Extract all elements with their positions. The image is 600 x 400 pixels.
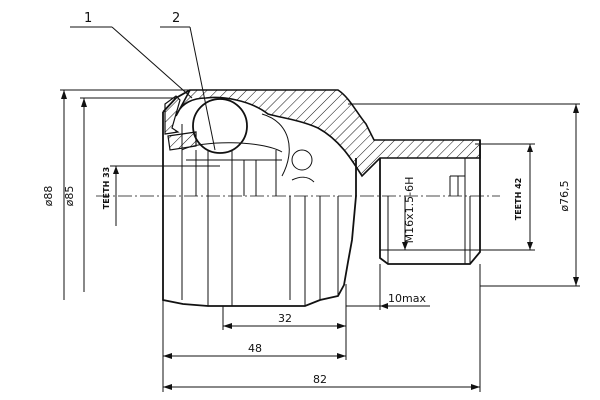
length-dim-lines xyxy=(163,303,480,390)
dim-d85-label: ø85 xyxy=(63,186,76,207)
dim-d88-label: ø88 xyxy=(42,186,55,207)
dim-32-label: 32 xyxy=(278,312,292,325)
dim-82-label: 82 xyxy=(313,373,327,386)
callout-2: 2 xyxy=(172,11,180,26)
stub-shaft xyxy=(355,140,481,265)
joint-body-outline xyxy=(162,89,357,307)
extension-lines xyxy=(60,89,580,392)
dim-teeth42-label: TEETH 42 xyxy=(514,178,523,220)
dim-10max-label: 10max xyxy=(388,292,426,305)
dim-thread-label: M16x1.5-6H xyxy=(403,177,416,244)
section-hatching xyxy=(164,89,481,178)
dim-d76-5-label: ø76,5 xyxy=(558,180,571,211)
diameter-dim-lines xyxy=(61,90,579,300)
callout-1: 1 xyxy=(84,11,92,26)
dim-48-label: 48 xyxy=(248,342,262,355)
callout-leaders xyxy=(70,26,216,151)
dim-teeth33-label: TEETH 33 xyxy=(102,167,111,209)
